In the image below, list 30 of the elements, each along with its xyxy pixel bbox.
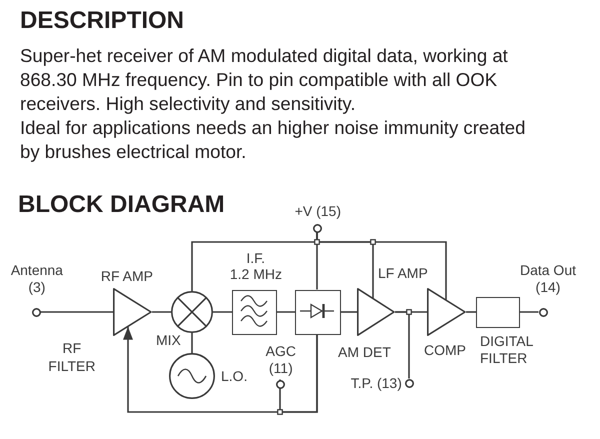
pin-label: Antenna (3) (10, 262, 64, 296)
pin-label: Data Out (14) (518, 262, 577, 296)
section-heading: BLOCK DIAGRAM (18, 191, 225, 219)
block-label: I.F. (246, 250, 266, 267)
signal-line (40, 311, 113, 313)
block-label: AM DET (338, 344, 392, 361)
block-label: RF AMP (100, 268, 154, 285)
block-label: LF AMP (378, 264, 429, 282)
section-heading: DESCRIPTION (20, 7, 184, 35)
signal-line (341, 311, 357, 313)
signal-line (152, 311, 171, 313)
signal-line (520, 311, 538, 313)
signal-line (191, 333, 193, 353)
signal-line (279, 334, 318, 413)
block-label: MIX (156, 332, 182, 349)
block-label: COMP (424, 342, 467, 359)
pin-label: +V (15) (294, 202, 342, 220)
signal-line (277, 311, 295, 313)
block-label: RF FILTER (47, 340, 96, 375)
pin-label: T.P. (13) (350, 374, 402, 392)
signal-line (213, 311, 232, 313)
block-label: L.O. (221, 368, 248, 385)
signal-line (316, 232, 447, 300)
signal-line (466, 311, 476, 313)
block-label: 1.2 MHz (228, 266, 283, 283)
block-label: DIGITAL FILTER (480, 332, 534, 368)
description-text: Ideal for applications needs an higher noise immunity created by brushes electrical motor. (20, 116, 526, 164)
description-text: Super-het receiver of AM modulated digital data, working at 868.30 MHz frequency. Pin to pin compatible with all OOK receivers. High selectivity and sensitivity. (20, 44, 509, 116)
pin-label: AGC (11) (264, 342, 297, 378)
signal-line (395, 311, 410, 378)
